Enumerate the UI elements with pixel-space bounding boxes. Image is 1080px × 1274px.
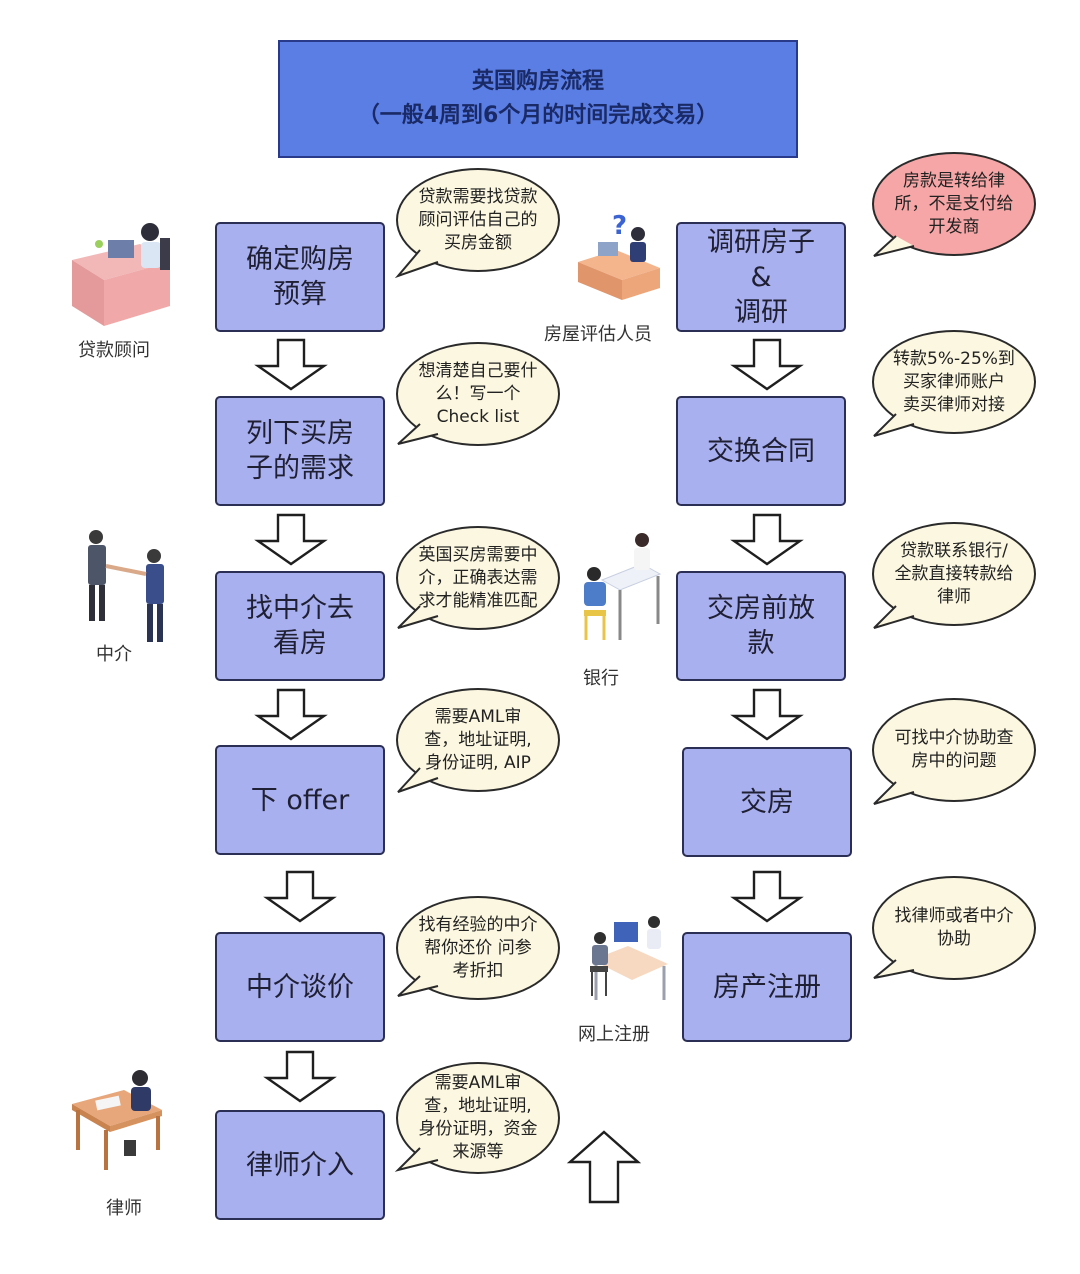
arrow-down-icon [732,513,802,566]
step-completion: 交房 [682,747,852,857]
bank-illustration [584,533,662,640]
step-viewing: 找中介去看房 [215,571,385,681]
caption-online-registration: 网上注册 [578,1024,650,1045]
note-completion: 可找中介协助查房中的问题 [872,698,1036,802]
arrow-down-icon [256,513,326,566]
title-line-1: 英国购房流程 [471,69,604,94]
caption-surveyor: 房屋评估人员 [544,324,652,345]
agent-illustration [88,530,164,642]
bubble-tail [394,249,439,279]
step-requirements: 列下买房子的需求 [215,396,385,506]
caption-agent: 中介 [96,644,132,665]
lawyer-illustration [72,1070,162,1170]
arrow-down-icon [732,338,802,391]
step-exchange-contracts: 交换合同 [676,396,846,506]
bubble-tail [397,975,439,997]
note-release-funds: 贷款联系银行/全款直接转款给律师 [872,522,1036,626]
warning-note-survey: 房款是转给律所，不是支付给开发商 [872,152,1036,256]
arrow-down-icon [256,688,326,741]
step-lawyer: 律师介入 [215,1110,385,1220]
bubble-tail [397,767,439,793]
arrow-down-icon [732,688,802,741]
bubble-tail [873,959,915,979]
step-negotiation: 中介谈价 [215,932,385,1042]
arrow-down-icon [265,1050,335,1103]
arrow-up-icon [566,1130,642,1204]
arrow-down-icon [265,870,335,923]
diagram-title: 英国购房流程 （一般4周到6个月的时间完成交易） [278,40,798,158]
step-budget: 确定购房预算 [215,222,385,332]
arrow-down-icon [256,338,326,391]
svg-text:?: ? [612,211,627,241]
surveyor-illustration: ? [578,211,660,300]
note-viewing: 英国买房需要中介，正确表达需求才能精准匹配 [396,526,560,630]
caption-lawyer: 律师 [106,1198,142,1219]
step-release-funds: 交房前放款 [676,571,846,681]
step-offer: 下 offer [215,745,385,855]
caption-loan-advisor: 贷款顾问 [78,340,150,361]
arrow-down-icon [732,870,802,923]
step-registration: 房产注册 [682,932,852,1042]
note-offer: 需要AML审查，地址证明,身份证明, AIP [396,688,560,792]
note-lawyer: 需要AML审查，地址证明,身份证明，资金来源等 [396,1062,560,1174]
title-line-2: （一般4周到6个月的时间完成交易） [357,103,719,128]
bubble-tail [873,781,915,805]
online-registration-illustration [590,916,668,1000]
bubble-tail [397,423,439,445]
bubble-tail [394,1147,439,1172]
caption-bank: 银行 [583,668,619,689]
loan-advisor-illustration [72,223,170,326]
bubble-tail [873,235,915,257]
bubble-tail [873,605,915,629]
bubble-tail [873,413,915,437]
bubble-tail [397,605,439,629]
step-survey: 调研房子&调研 [676,222,846,332]
